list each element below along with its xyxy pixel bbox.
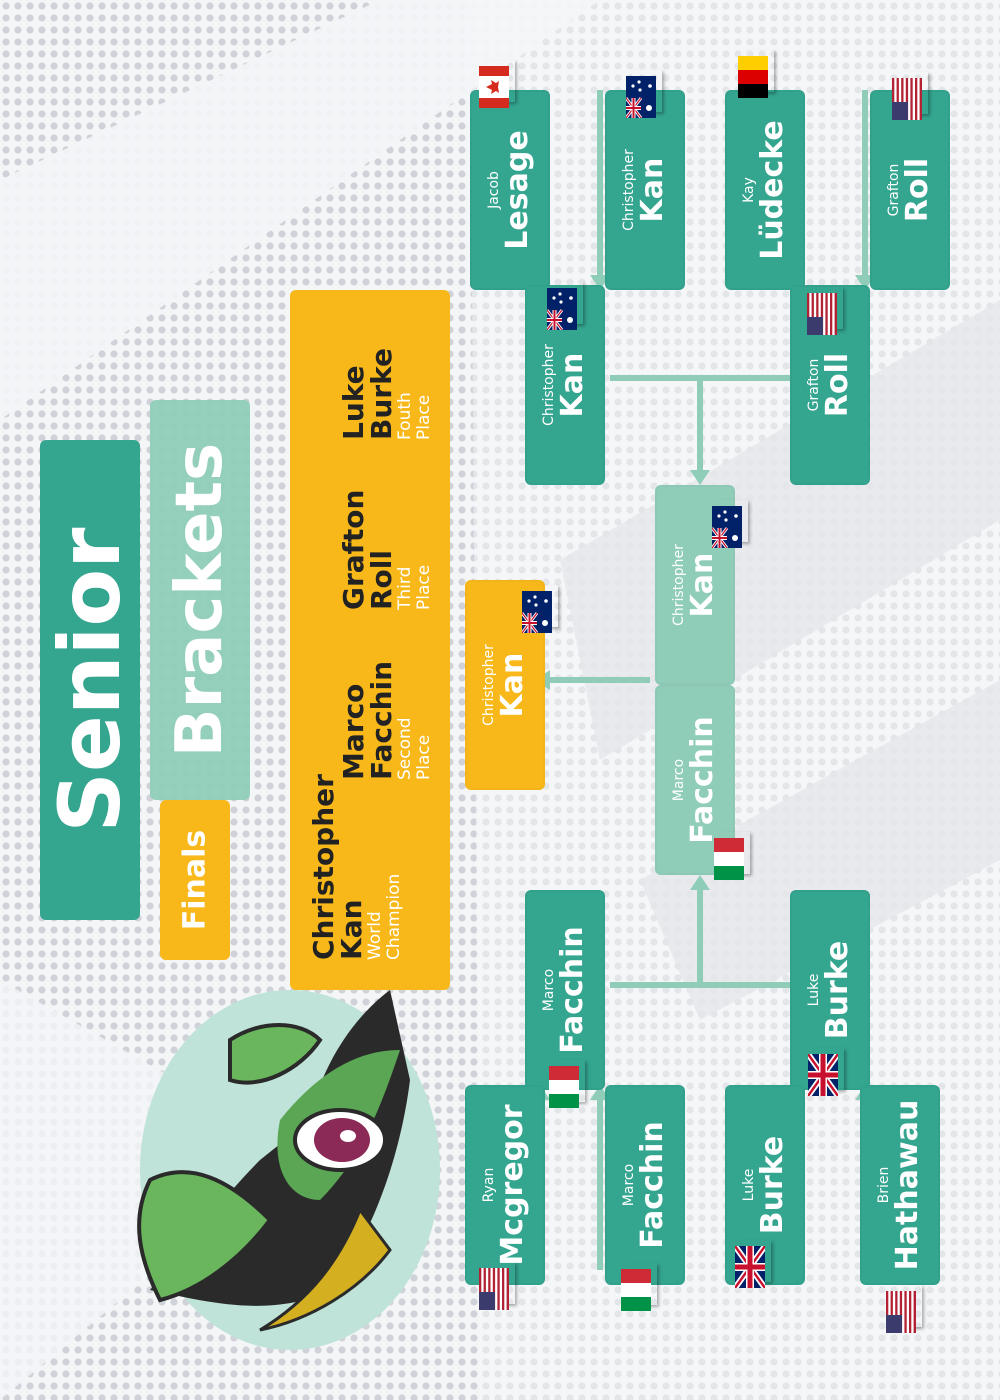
australia-flag — [624, 70, 662, 119]
title-banner — [40, 440, 140, 920]
final-standings — [290, 290, 450, 990]
usa-flag — [807, 287, 843, 335]
australia-flag — [520, 585, 558, 634]
usa-flag — [479, 1262, 515, 1310]
italy-flag — [621, 1263, 657, 1311]
mascot-illustration — [137, 990, 440, 1350]
canada-flag — [479, 60, 515, 108]
australia-flag — [710, 500, 748, 549]
italy-flag — [549, 1060, 585, 1108]
australia-flag — [545, 282, 583, 331]
finals-tag — [160, 800, 230, 960]
usa-flag — [886, 1285, 922, 1333]
subtitle-banner — [150, 400, 250, 800]
italy-flag — [714, 832, 750, 880]
uk-flag — [732, 1240, 771, 1290]
uk-flag — [805, 1048, 844, 1098]
usa-flag — [892, 72, 928, 120]
germany-flag — [738, 50, 774, 98]
